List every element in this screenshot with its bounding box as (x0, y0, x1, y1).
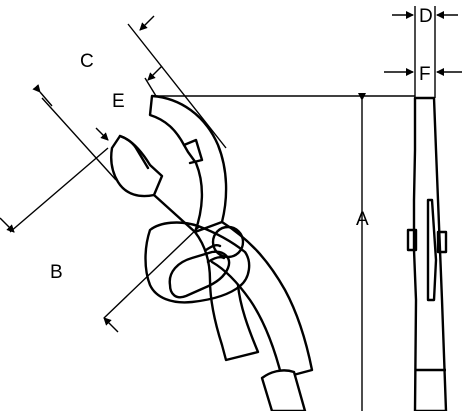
handle-grip (260, 369, 307, 411)
dim-b-tick-jaw (95, 127, 109, 141)
adjustment-slot (168, 250, 231, 299)
pliers-icon (110, 94, 314, 411)
label-e: E (112, 91, 125, 112)
dim-c-extension (127, 23, 227, 149)
dim-e-extension (144, 77, 157, 97)
dim-b-tick-bottom (103, 317, 119, 333)
dim-b-tick-top (32, 84, 53, 107)
side-bolt-right (436, 230, 448, 254)
side-inner-line (426, 198, 438, 302)
side-body (412, 96, 448, 411)
label-d: D (419, 6, 433, 27)
pivot-bolt (211, 225, 245, 259)
label-f: F (419, 64, 431, 85)
label-a: A (356, 209, 369, 230)
dim-b-line (9, 147, 109, 233)
lower-jaw-inner (118, 134, 150, 170)
dim-e-tick (147, 65, 163, 81)
dim-b-extension-bottom (103, 225, 201, 319)
upper-handle (210, 220, 314, 380)
dimension-lines (0, 6, 462, 411)
dim-b-extension-top (41, 97, 117, 181)
upper-jaw-tip (182, 138, 204, 165)
label-b: B (50, 262, 63, 283)
dim-c-tick (139, 15, 155, 31)
dim-b-tick-left (0, 217, 15, 233)
label-c: C (80, 51, 94, 72)
lower-jaw (110, 134, 164, 198)
pliers-side-view (406, 96, 448, 411)
pivot-body (144, 221, 251, 304)
upper-jaw (148, 94, 228, 234)
side-bolt-left (406, 228, 418, 252)
pivot-neck (204, 244, 226, 264)
